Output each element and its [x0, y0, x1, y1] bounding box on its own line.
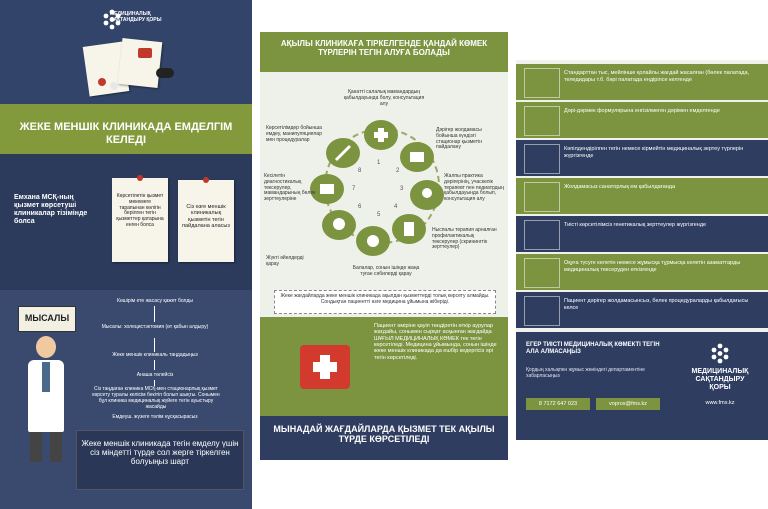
service-6-icon [322, 210, 356, 240]
left-banner: ЖЕКЕ МЕНШІК КЛИНИКАДА ЕМДЕЛГІМ КЕЛЕДІ [0, 104, 252, 154]
service-7-label: Кесілетін диагностикалық тексерулер, мам… [264, 173, 316, 202]
lungs-icon [524, 182, 560, 212]
paid-case-text: Пациент дәрігер жолдамасынсыз, белек про… [564, 298, 749, 311]
paid-case-text: Жолдамасыз санаторлық ем қабылдағанда [564, 184, 676, 190]
fund-logo-icon-right [711, 343, 729, 364]
clipboard-icon [524, 258, 560, 288]
paid-case-text: Көпілдендірілген тегін немесе кірмейтін … [564, 146, 744, 159]
glasses-icon [156, 68, 174, 78]
paid-case-row: Жолдамасыз санаторлық ем қабылдағанда [516, 178, 768, 214]
referral-note-text: Жеке жағдайларда жеке меншік клиникада а… [280, 293, 490, 305]
bottom-condition-text: Жеке меншік клиникада тегін емделу үшін … [81, 439, 239, 467]
service-7-icon [310, 174, 344, 204]
doctor-illustration: МЫСАЛЫ [16, 306, 76, 462]
website-link[interactable]: www.fms.kz [705, 400, 735, 406]
contact-subtitle: Қордың халықпен жұмыс жөніндегі департам… [526, 367, 645, 379]
middle-footer-text: МЫНАДАЙ ЖАҒДАЙЛАРДА ҚЫЗМЕТ ТЕК АҚЫЛЫ ТҮР… [273, 424, 495, 445]
vial-icon [524, 220, 560, 250]
referral-note-box: Жеке жағдайларда жеке меншік клиникада а… [274, 290, 496, 314]
service-5-label: Балалар, сонын ішінде жаңа туған сәбилер… [352, 265, 420, 277]
doctor-icon [524, 296, 560, 326]
test-tubes-icon [524, 144, 560, 174]
contact-title: ЕГЕР ТИІСТІ МЕДИЦИНАЛЫҚ КӨМЕКТІ ТЕГІН АЛ… [526, 342, 660, 355]
flow-step-5: Сіз таңдаған клиника МСҚ-мен стационарлы… [92, 386, 220, 410]
flow-step-3: Жеке меншік клиникаль таңдадыңыз [112, 352, 198, 358]
fund-logo-icon [103, 9, 121, 30]
phone-box: 8 7172 647 023 [526, 398, 590, 410]
right-logo-text: МЕДИЦИНАЛЫҚ САҚТАНДЫРУ ҚОРЫ [691, 368, 749, 392]
left-bottom-section: МЫСАЛЫ Көшірім ете жасасу қажет болды Мы… [0, 290, 252, 509]
tv-icon [524, 68, 560, 98]
bottom-condition-box: Жеке меншік клиникада тегін емделу үшін … [76, 430, 244, 490]
service-4-number: 4 [394, 204, 398, 210]
paid-case-row: Тиісті көрсетілімсіз генетикалық зерттеу… [516, 216, 768, 252]
note-card-2-text: Сіз өзге меншік клиникалық қызметін тегі… [182, 204, 230, 229]
emergency-section: Пациент өміріне қауіп төндіретін өткір а… [260, 317, 508, 417]
left-logo-text: МЕДИЦИНАЛЫҚ САҚТАНДЫРУ ҚОРЫ [110, 11, 162, 23]
right-infographic-panel: Стандарттан тыс, мейлінше қолайлы жағдай… [516, 60, 768, 440]
service-2-icon [400, 142, 434, 172]
service-3-label: Жалпы практика дәрігерінің, учаскелік те… [444, 173, 504, 202]
service-4-label: Ныспалы терапия арналған профилактикалық… [432, 227, 497, 251]
middle-infographic-panel: АҚЫЛЫ КЛИНИКАҒА ТІРКЕЛГЕНДЕ ҚАНДАЙ КӨМЕК… [260, 32, 508, 460]
service-7-number: 7 [352, 186, 356, 192]
flow-step-4: Анаша төлейсіз [136, 372, 174, 378]
service-1-number: 1 [377, 160, 381, 166]
service-1-label: Қанатті салалық мамандардың қабылдауында… [343, 89, 425, 107]
left-top-section: МЕДИЦИНАЛЫҚ САҚТАНДЫРУ ҚОРЫ [0, 0, 252, 104]
service-4-icon [392, 214, 426, 244]
paid-case-text: Дәрі-дәрмек формулярына енгізілмеген дәр… [564, 108, 720, 114]
service-8-number: 8 [358, 168, 362, 174]
desk-illustration [78, 38, 178, 97]
service-3-number: 3 [400, 186, 404, 192]
paid-case-text: Стандарттан тыс, мейлінше қолайлы жағдай… [564, 70, 750, 83]
note-card-1-text: Көрсетілетін қызмет мекемеге тарапынан к… [116, 193, 164, 228]
service-8-icon [326, 138, 360, 168]
note-card-1: Көрсетілетін қызмет мекемеге тарапынан к… [112, 175, 168, 262]
flow-step-2: Мысалы: холецистэктомия (өт қабын алдыру… [101, 324, 209, 330]
left-banner-title: ЖЕКЕ МЕНШІК КЛИНИКАДА ЕМДЕЛГІМ КЕЛЕДІ [19, 121, 233, 146]
paid-case-row: Пациент дәрігер жолдамасынсыз, белек про… [516, 292, 768, 328]
service-1-icon [364, 120, 398, 150]
service-6-number: 6 [358, 204, 362, 210]
middle-footer: МЫНАДАЙ ЖАҒДАЙЛАРДА ҚЫЗМЕТ ТЕК АҚЫЛЫ ТҮР… [260, 416, 508, 460]
paid-case-row: Оқуға түсуге келетін немесе жұмысқа тұрм… [516, 254, 768, 290]
email-address: vopros@fms.kz [609, 401, 647, 407]
condition-text: Емхана МСҚ-ның қызмет көрсетуші клиникал… [14, 194, 88, 226]
example-sign: МЫСАЛЫ [18, 306, 76, 332]
middle-header: АҚЫЛЫ КЛИНИКАҒА ТІРКЕЛГЕНДЕ ҚАНДАЙ КӨМЕК… [260, 32, 508, 72]
left-middle-section: Емхана МСҚ-ның қызмет көрсетуші клиникал… [0, 154, 252, 290]
service-2-number: 2 [396, 168, 400, 174]
middle-title: АҚЫЛЫ КЛИНИКАҒА ТІРКЕЛГЕНДЕ ҚАНДАЙ КӨМЕК… [280, 39, 488, 58]
right-footer: ЕГЕР ТИІСТІ МЕДИЦИНАЛЫҚ КӨМЕКТІ ТЕГІН АЛ… [516, 332, 768, 440]
medical-bag-icon [300, 345, 350, 389]
service-8-label: Көрсетілімдер бойынша емдеу, манипуляция… [266, 125, 322, 143]
service-5-number: 5 [377, 212, 381, 218]
note-card-2: Сіз өзге меншік клиникалық қызметін тегі… [178, 177, 234, 262]
service-5-icon [356, 226, 390, 256]
email-box[interactable]: vopros@fms.kz [596, 398, 660, 410]
left-infographic-panel: МЕДИЦИНАЛЫҚ САҚТАНДЫРУ ҚОРЫ ЖЕКЕ МЕНШІК … [0, 0, 252, 509]
emergency-text: Пациент өміріне қауіп төндіретін өткір а… [374, 323, 497, 361]
paid-case-row: Көпілдендірілген тегін немесе кірмейтін … [516, 140, 768, 176]
phone-number: 8 7172 647 023 [538, 401, 578, 407]
paid-case-text: Оқуға түсуге келетін немесе жұмысқа тұрм… [564, 260, 741, 273]
service-3-icon [410, 180, 444, 210]
paid-case-row: Стандарттан тыс, мейлінше қолайлы жағдай… [516, 64, 768, 100]
flow-step-6: Емдеуш. жүзеге тәлім нұсқасырасыз [112, 414, 198, 420]
first-aid-kit-icon [138, 48, 152, 58]
flow-step-1: Көшірім ете жасасу қажет болды [117, 298, 193, 304]
pills-icon [524, 106, 560, 136]
paid-case-text: Тиісті көрсетілімсіз генетикалық зерттеу… [564, 222, 707, 228]
paid-case-row: Дәрі-дәрмек формулярына енгізілмеген дәр… [516, 102, 768, 138]
example-sign-text: МЫСАЛЫ [24, 313, 70, 323]
service-6-label: Жүкті әйелдерді қарау [266, 255, 304, 267]
service-2-label: Дәрігер жолдамасы бойынша күндізгі стаци… [436, 127, 482, 151]
